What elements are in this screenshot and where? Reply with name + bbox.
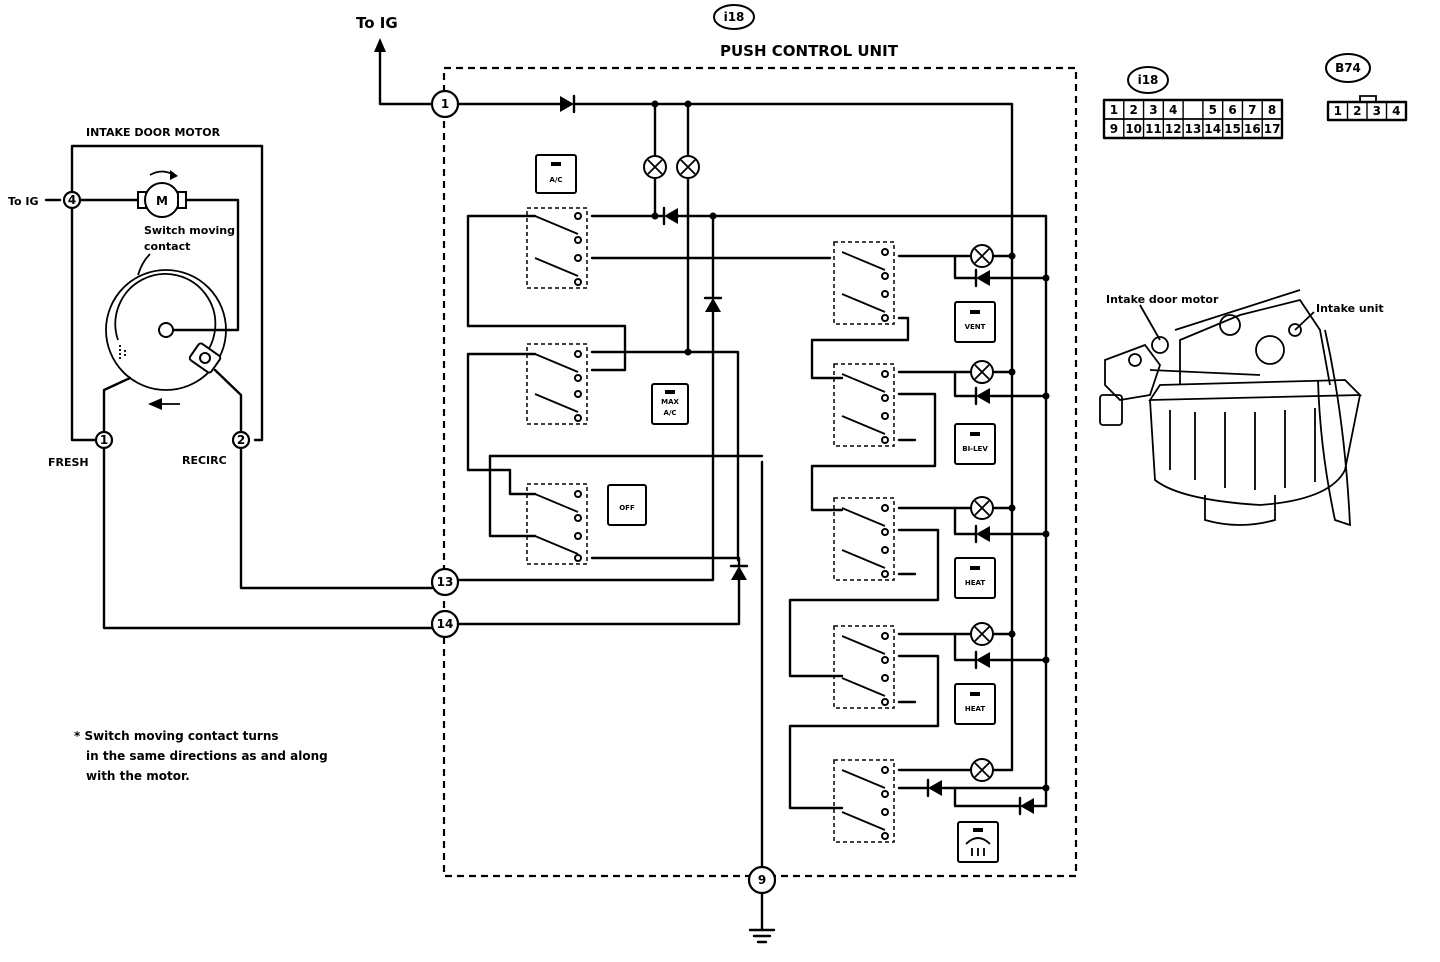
unit-wiring bbox=[456, 94, 1048, 944]
connector-pin: 4 bbox=[1169, 103, 1177, 117]
svg-text:A/C: A/C bbox=[549, 176, 562, 184]
svg-text:1: 1 bbox=[441, 97, 449, 111]
svg-text:4: 4 bbox=[68, 193, 76, 207]
svg-text:HEAT: HEAT bbox=[965, 579, 986, 587]
off-button[interactable]: OFF bbox=[607, 484, 647, 526]
illus-unit-label: Intake unit bbox=[1316, 302, 1384, 315]
connector-pin: 9 bbox=[1110, 122, 1118, 136]
arrow-up-icon bbox=[374, 38, 386, 52]
unit-header: i18 PUSH CONTROL UNIT bbox=[713, 4, 899, 60]
svg-text:BI-LEV: BI-LEV bbox=[962, 445, 988, 453]
def-button[interactable] bbox=[957, 821, 999, 863]
connector-pin: 15 bbox=[1224, 122, 1241, 136]
diode-icon bbox=[731, 566, 747, 580]
heat2-button[interactable]: HEAT bbox=[954, 683, 996, 725]
footnote-line2: in the same directions as and along bbox=[86, 749, 328, 763]
diode-icon bbox=[705, 298, 721, 312]
connector-pin: 1 bbox=[1110, 103, 1118, 117]
intake-unit-illustration: Intake door motor Intake unit bbox=[1099, 289, 1384, 527]
to-ig-label: To IG bbox=[356, 14, 398, 32]
unit-terminals: 1 13 14 9 bbox=[430, 89, 777, 895]
heat-button[interactable]: HEAT bbox=[954, 557, 996, 599]
diode-icon bbox=[976, 270, 990, 286]
connector-pin: 11 bbox=[1145, 122, 1162, 136]
footnote: * Switch moving contact turns in the sam… bbox=[74, 729, 328, 783]
connector-pin: 13 bbox=[1185, 122, 1202, 136]
footnote-line3: with the motor. bbox=[86, 769, 190, 783]
fresh-label: FRESH bbox=[48, 456, 89, 469]
motor-title: INTAKE DOOR MOTOR bbox=[86, 126, 221, 139]
defrost-icon bbox=[965, 828, 991, 856]
svg-text:2: 2 bbox=[237, 433, 245, 447]
connector-pin: 5 bbox=[1209, 103, 1217, 117]
svg-text:HEAT: HEAT bbox=[965, 705, 986, 713]
illus-motor-label: Intake door motor bbox=[1106, 293, 1219, 306]
vent-button[interactable]: VENT bbox=[954, 301, 996, 343]
connector-pin: 2 bbox=[1129, 103, 1137, 117]
svg-text:1: 1 bbox=[100, 433, 108, 447]
diode-icon bbox=[976, 526, 990, 542]
unit-connector-id: i18 bbox=[724, 10, 745, 24]
connector-pin: 6 bbox=[1228, 103, 1236, 117]
svg-text:13: 13 bbox=[437, 575, 454, 589]
connector-pin: 16 bbox=[1244, 122, 1261, 136]
connector-pin: 14 bbox=[1204, 122, 1221, 136]
svg-text:Switch moving: Switch moving bbox=[144, 224, 235, 237]
svg-text:contact: contact bbox=[144, 240, 190, 253]
ground-icon bbox=[748, 928, 776, 944]
diode-icon bbox=[928, 780, 942, 796]
unit-title: PUSH CONTROL UNIT bbox=[720, 42, 899, 60]
connector-pin: 4 bbox=[1392, 104, 1400, 118]
terminal-9 bbox=[747, 865, 777, 895]
connector-pin: 8 bbox=[1268, 103, 1276, 117]
connector-pin: 12 bbox=[1165, 122, 1182, 136]
svg-text:OFF: OFF bbox=[619, 504, 635, 512]
connector-pin: 7 bbox=[1248, 103, 1256, 117]
bilev-button[interactable]: BI-LEV bbox=[954, 423, 996, 465]
svg-text:MAX: MAX bbox=[661, 398, 679, 406]
max-ac-button[interactable]: MAX A/C bbox=[651, 383, 689, 425]
diode-icon bbox=[560, 96, 574, 112]
recirc-label: RECIRC bbox=[182, 454, 227, 467]
terminal-14 bbox=[430, 609, 460, 639]
right-switch-group bbox=[788, 241, 1050, 843]
to-ig-feed: To IG bbox=[356, 14, 434, 106]
svg-text:9: 9 bbox=[758, 873, 766, 887]
connector-pin: 17 bbox=[1264, 122, 1281, 136]
motor-to-ig: To IG bbox=[8, 195, 39, 208]
svg-text:VENT: VENT bbox=[965, 323, 986, 331]
terminal-13 bbox=[430, 567, 460, 597]
ac-button[interactable]: A/C bbox=[535, 154, 577, 194]
terminal-1 bbox=[430, 89, 460, 119]
svg-text:i18: i18 bbox=[1138, 73, 1159, 87]
mode-buttons: A/C MAX A/C OFF VENT BI-LEV HEAT bbox=[535, 154, 999, 863]
connector-pin: 3 bbox=[1373, 104, 1381, 118]
connector-pin: 2 bbox=[1353, 104, 1361, 118]
diode-icon bbox=[976, 652, 990, 668]
connector-pin: 10 bbox=[1125, 122, 1142, 136]
footnote-line1: * Switch moving contact turns bbox=[74, 729, 279, 743]
connector-pin: 3 bbox=[1149, 103, 1157, 117]
diode-icon bbox=[664, 208, 678, 224]
connector-pin: 1 bbox=[1334, 104, 1342, 118]
svg-text:14: 14 bbox=[437, 617, 454, 631]
switch-moving-contact bbox=[105, 269, 227, 391]
diode-icon bbox=[976, 388, 990, 404]
left-switch-group bbox=[466, 207, 832, 565]
svg-text:B74: B74 bbox=[1335, 61, 1361, 75]
intake-door-motor: INTAKE DOOR MOTOR To IG 4 M Switch movin… bbox=[8, 126, 434, 630]
diode-icon bbox=[1020, 798, 1034, 814]
svg-text:A/C: A/C bbox=[663, 409, 676, 417]
svg-text:M: M bbox=[156, 194, 168, 208]
push-control-unit-border bbox=[442, 66, 1078, 878]
